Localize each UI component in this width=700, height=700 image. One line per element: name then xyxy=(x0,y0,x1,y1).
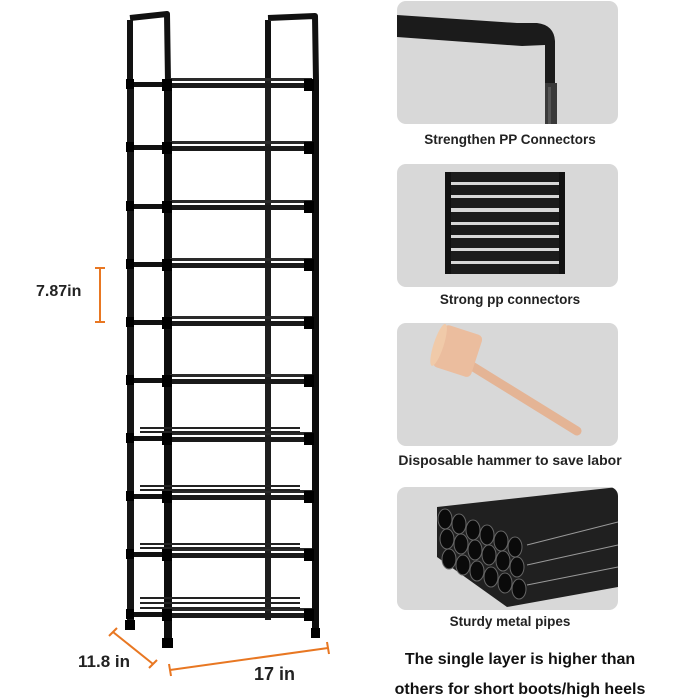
stacked-connectors-icon xyxy=(445,172,565,274)
feature-card-corner-connector xyxy=(397,1,618,124)
shoe-rack-icon xyxy=(95,11,330,677)
depth-label: 11.8 in xyxy=(78,652,130,671)
feature-caption: Sturdy metal pipes xyxy=(449,614,571,629)
feature-caption: Disposable hammer to save labor xyxy=(398,452,622,468)
width-label: 17 in xyxy=(254,664,296,684)
feature-card-hammer xyxy=(397,323,618,446)
metal-pipes-icon xyxy=(437,487,618,607)
shoe-rack-illustration xyxy=(95,11,330,677)
feature-card-stacked-connectors xyxy=(397,164,618,287)
feature-card-metal-pipes xyxy=(397,487,618,610)
footer-line-1: The single layer is higher than xyxy=(404,651,636,668)
feature-caption: Strengthen PP Connectors xyxy=(424,132,596,147)
footer-line-2: others for short boots/high heels xyxy=(394,681,646,698)
height-marker xyxy=(95,267,105,323)
tier-height-label: 7.87in xyxy=(36,283,82,300)
corner-connector-icon xyxy=(397,15,557,124)
feature-caption: Strong pp connectors xyxy=(439,292,581,307)
wooden-mallet-icon xyxy=(430,323,582,436)
